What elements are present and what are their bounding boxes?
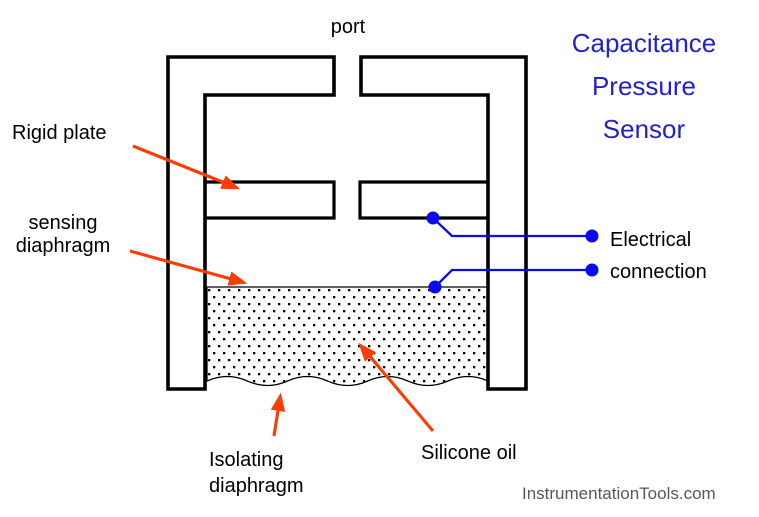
wire-terminal-dot [428,280,442,294]
sensing-diaphragm-label: sensing diaphragm [15,212,111,257]
rigid-plate-label: Rigid plate [12,122,107,144]
wire-terminal-dot [426,211,440,225]
sensing-diaphragm-arrow [129,249,248,286]
electrical-wire-upper [426,211,599,243]
wire-terminal-dot [585,229,599,243]
silicone-oil-arrow [358,342,435,433]
silicone-oil-region [206,286,489,387]
title-line-3: Sensor [602,114,686,144]
port-label: port [330,16,366,38]
diagram-title: Capacitance Pressure Sensor [549,22,739,151]
right-rigid-plate [358,180,488,220]
isolating-diaphragm-label: Isolating diaphragm [209,449,304,497]
title-line-2: Pressure [591,71,697,101]
left-housing-wall [166,55,336,391]
title-line-1: Capacitance [571,28,717,58]
silicone-oil-label: Silicone oil [421,442,517,464]
wire-terminal-dot [585,263,599,277]
right-housing-wall [359,55,528,391]
watermark-text: InstrumentationTools.com [522,484,716,503]
electrical-wire-lower [428,263,599,294]
rigid-plate-arrow [132,144,241,190]
left-rigid-plate [205,180,336,220]
isolating-diaphragm-arrow [270,392,286,437]
electrical-connection-label: Electrical connection [610,229,707,283]
